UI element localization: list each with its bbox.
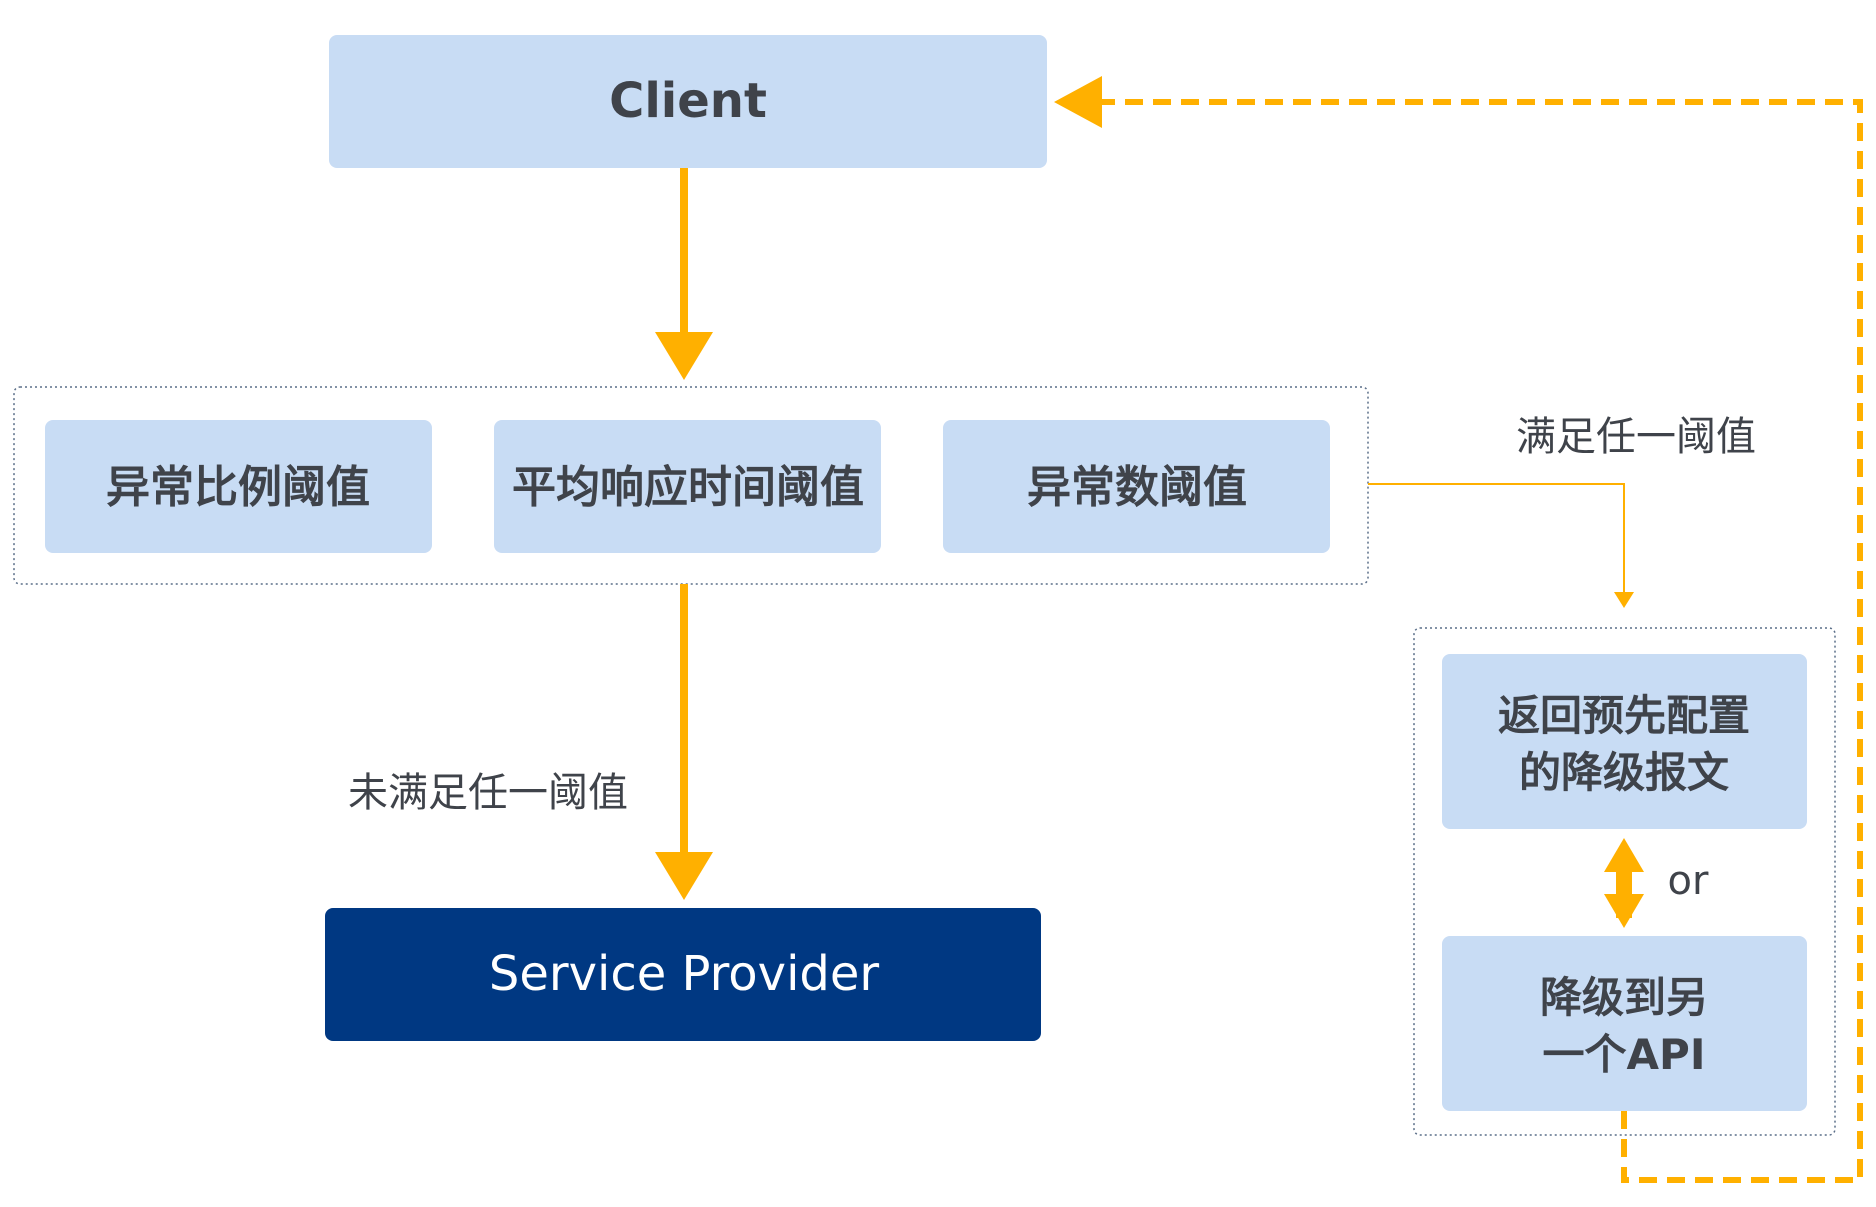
not-met-label: 未满足任一阈值 (348, 770, 628, 816)
service-provider-node: Service Provider (325, 908, 1041, 1041)
threshold-count-node: 异常数阈值 (943, 420, 1330, 553)
fallback-api-label-line2: 一个API (1543, 1030, 1706, 1079)
fallback-message-label-line2: 的降级报文 (1519, 748, 1729, 797)
fallback-message-node: 返回预先配置 的降级报文 (1442, 654, 1807, 829)
or-label: or (1668, 858, 1709, 904)
threshold-rt-node: 平均响应时间阈值 (494, 420, 881, 553)
met-label: 满足任一阈值 (1516, 414, 1756, 460)
thresholds-to-fallback-arrow (1368, 483, 1634, 608)
fallback-api-label-line1: 降级到另 (1540, 973, 1708, 1022)
client-to-thresholds-arrow (655, 168, 713, 380)
threshold-count-label: 异常数阈值 (1027, 462, 1247, 513)
fallback-api-node: 降级到另 一个API (1442, 936, 1807, 1111)
fallback-group: 返回预先配置 的降级报文 or 降级到另 一个API (1413, 627, 1836, 1136)
threshold-ratio-label: 异常比例阈值 (106, 462, 370, 513)
threshold-rt-label: 平均响应时间阈值 (512, 462, 864, 513)
service-provider-label: Service Provider (489, 946, 880, 1002)
threshold-group: 异常比例阈值 平均响应时间阈值 异常数阈值 (13, 386, 1369, 585)
fallback-to-client-return-arrow (1054, 76, 1863, 1183)
fallback-message-label-line1: 返回预先配置 (1498, 691, 1750, 740)
thresholds-to-provider-arrow (655, 584, 713, 900)
client-node: Client (329, 35, 1047, 168)
or-double-arrow (1604, 838, 1644, 928)
threshold-ratio-node: 异常比例阈值 (45, 420, 432, 553)
client-label: Client (609, 73, 767, 129)
